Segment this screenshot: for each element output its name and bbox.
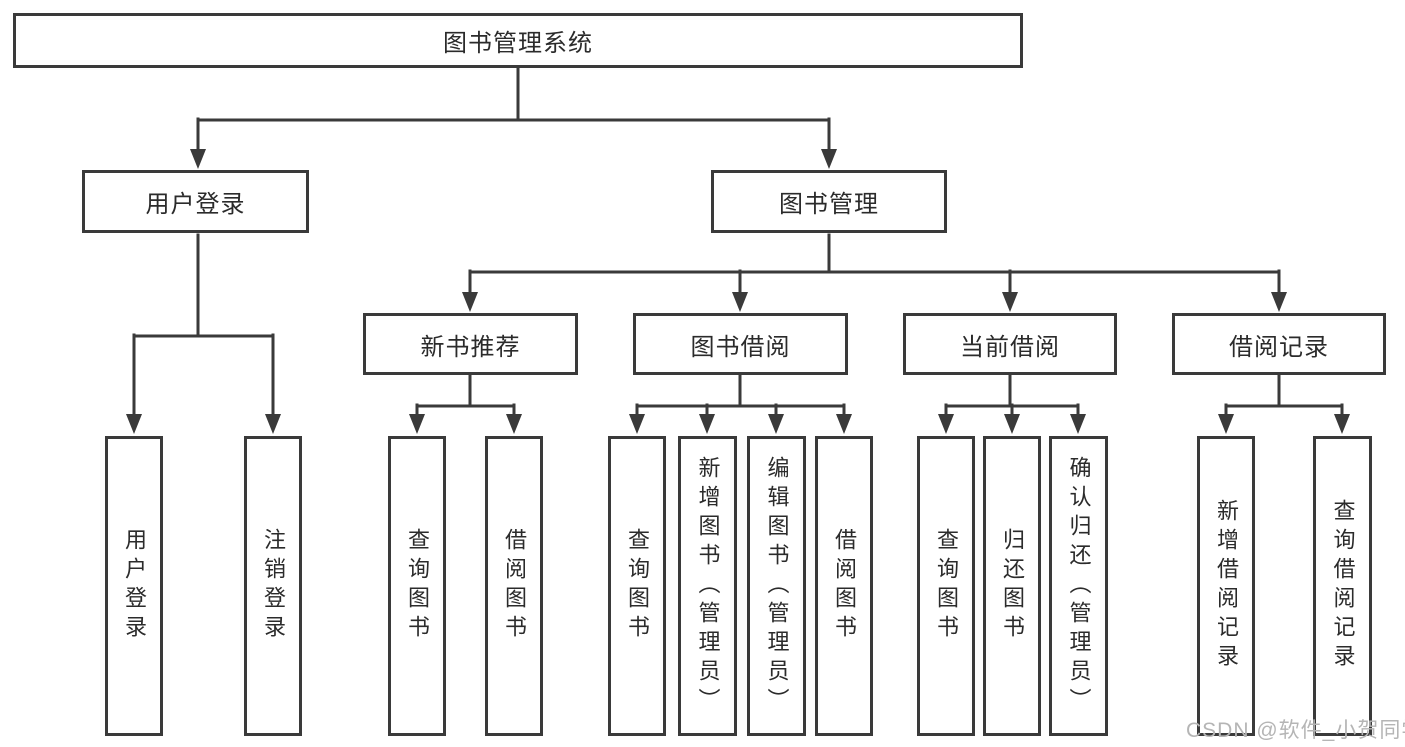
leaf-user-login: 用户登录 bbox=[105, 436, 163, 736]
node-new-book-recommendation: 新书推荐 bbox=[363, 313, 578, 375]
connector-book-management-to-level3 bbox=[468, 233, 1281, 297]
arrowheads-borrowing-records-leaves bbox=[1218, 414, 1350, 434]
connector-root-to-level2 bbox=[196, 66, 831, 155]
connector-book-borrowing-leaves bbox=[635, 373, 846, 419]
arrowheads-level2 bbox=[190, 149, 837, 169]
node-borrowing-records: 借阅记录 bbox=[1172, 313, 1386, 375]
leaf-borrow-books: 借阅图书 bbox=[815, 436, 873, 736]
connector-borrowing-records-leaves bbox=[1224, 373, 1344, 419]
connector-new-book-recommendation-leaves bbox=[415, 373, 516, 419]
arrowheads-current-borrowing-leaves bbox=[938, 414, 1086, 434]
arrowheads-level3 bbox=[462, 292, 1287, 312]
node-book-borrowing: 图书借阅 bbox=[633, 313, 848, 375]
node-library-management-system: 图书管理系统 bbox=[13, 13, 1023, 68]
csdn-watermark: CSDN @软件_小贺同学 bbox=[1186, 719, 1405, 742]
leaf-borrow-books-recommend: 借阅图书 bbox=[485, 436, 543, 736]
arrowheads-user-login-leaves bbox=[126, 414, 281, 434]
arrowheads-book-borrowing-leaves bbox=[629, 414, 852, 434]
node-user-login: 用户登录 bbox=[82, 170, 309, 233]
node-book-management: 图书管理 bbox=[711, 170, 947, 233]
connector-current-borrowing-leaves bbox=[944, 373, 1080, 419]
leaf-query-books-borrowing: 查询图书 bbox=[608, 436, 666, 736]
connector-user-login-to-leaves bbox=[132, 233, 275, 419]
leaf-query-books-current: 查询图书 bbox=[917, 436, 975, 736]
leaf-confirm-return-admin: 确认归还（管理员） bbox=[1049, 436, 1108, 736]
leaf-add-books-admin: 新增图书（管理员） bbox=[678, 436, 737, 736]
node-current-borrowing: 当前借阅 bbox=[903, 313, 1117, 375]
leaf-query-books-recommend: 查询图书 bbox=[388, 436, 446, 736]
leaf-logout: 注销登录 bbox=[244, 436, 302, 736]
leaf-add-borrow-record: 新增借阅记录 bbox=[1197, 436, 1255, 736]
leaf-return-books: 归还图书 bbox=[983, 436, 1041, 736]
leaf-query-borrow-record: 查询借阅记录 bbox=[1313, 436, 1372, 736]
leaf-edit-books-admin: 编辑图书（管理员） bbox=[747, 436, 806, 736]
arrowheads-new-book-leaves bbox=[409, 414, 522, 434]
